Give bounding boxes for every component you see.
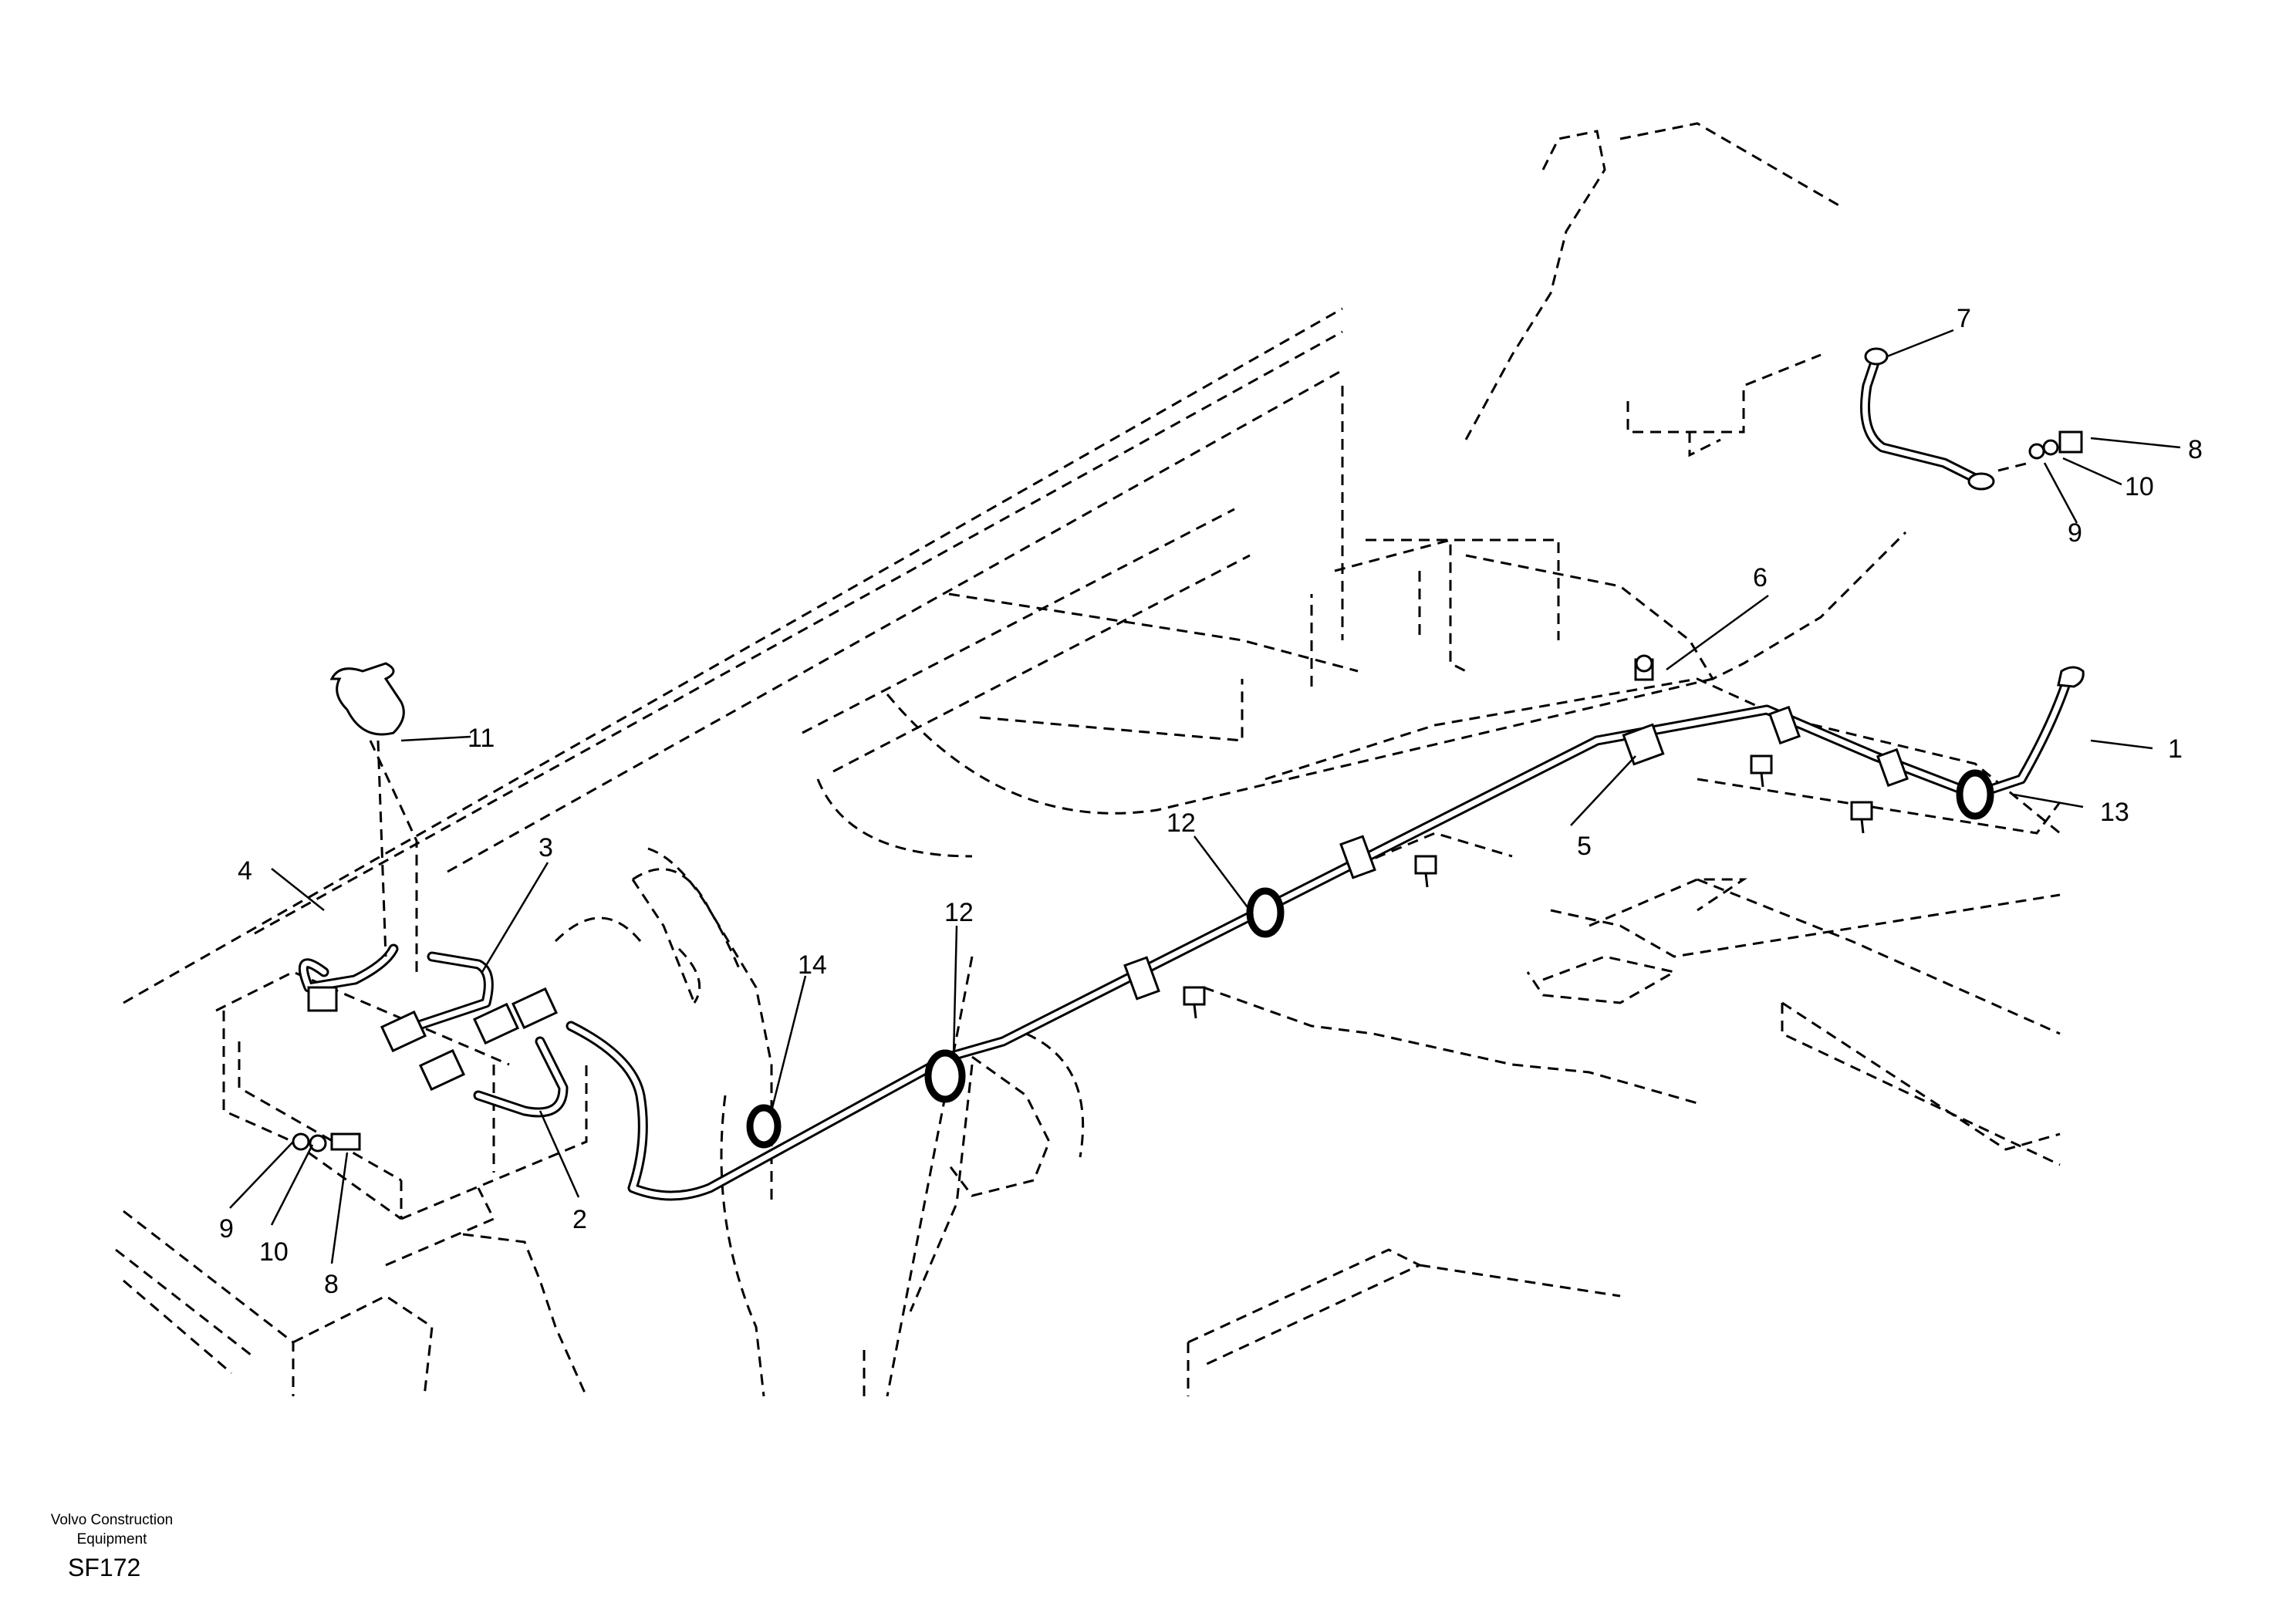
- callout-10-left: 10: [259, 1237, 289, 1267]
- grommet-12-left: [924, 1049, 966, 1103]
- grommet-14: [746, 1104, 782, 1149]
- ground-strap-7: [1860, 347, 2083, 491]
- callout-11: 11: [468, 724, 495, 753]
- callout-7: 7: [1957, 304, 1971, 333]
- callout-labels: 1 2 3 4 5 6 7 8 8 9 9 10 10 11 12 12 13 …: [219, 304, 2203, 1299]
- battery-cables: [292, 662, 569, 1153]
- callout-10-right: 10: [2125, 472, 2154, 501]
- grommet-12-right: [1246, 887, 1285, 938]
- callout-12-right: 12: [1167, 808, 1196, 838]
- drawing-code: SF172: [68, 1554, 141, 1581]
- callout-5: 5: [1577, 832, 1592, 861]
- callout-8-left: 8: [324, 1270, 339, 1299]
- leader-lines: [229, 329, 2181, 1264]
- callout-12-left: 12: [944, 898, 974, 927]
- callout-2: 2: [572, 1205, 587, 1234]
- callout-14: 14: [798, 950, 827, 980]
- grommet-13: [1956, 769, 1994, 820]
- clamp-5: [1622, 723, 1665, 766]
- callout-3: 3: [539, 833, 553, 862]
- manufacturer-line-1: Volvo Construction: [50, 1512, 174, 1528]
- callout-8-right: 8: [2188, 435, 2203, 464]
- callout-1: 1: [2168, 734, 2183, 764]
- clamps-and-bolts: [1123, 654, 1909, 1019]
- manufacturer-label: Volvo Construction Equipment: [31, 1510, 193, 1549]
- callout-13: 13: [2100, 798, 2129, 827]
- grommets: [746, 769, 1994, 1149]
- main-battery-cable: [566, 666, 2085, 1201]
- callout-4: 4: [238, 856, 252, 886]
- battery-disconnect-switch: [329, 662, 405, 736]
- callout-9-left: 9: [219, 1214, 234, 1244]
- machine-frame-phantom: [115, 122, 2061, 1397]
- manufacturer-line-2: Equipment: [76, 1531, 147, 1547]
- callout-6: 6: [1753, 563, 1768, 592]
- callout-9-right: 9: [2068, 518, 2082, 548]
